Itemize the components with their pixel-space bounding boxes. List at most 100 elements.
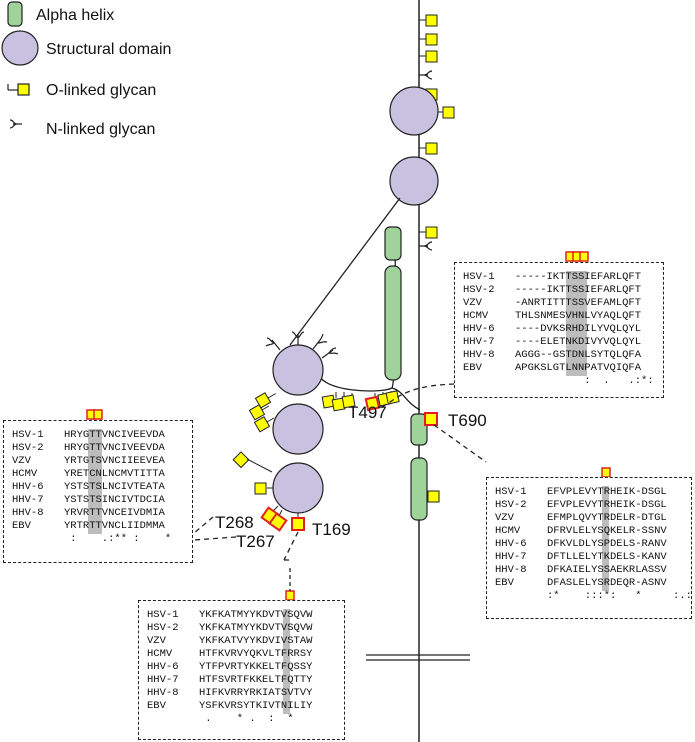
nglycan-cluster <box>265 331 339 359</box>
oglycan-t268-t267 <box>260 505 288 532</box>
alpha-helix <box>410 457 428 521</box>
sequence: HIFKVRRYRKIATSVTVY <box>199 687 313 699</box>
virus-name: HSV-1 <box>12 429 44 441</box>
structural-domain-top <box>389 86 439 136</box>
sequence: YSTSTSLNCIVTEATA <box>64 481 165 493</box>
oglycan-t690-icon <box>424 412 438 426</box>
oglycan-legend-icon <box>17 83 30 96</box>
leader-lines <box>192 383 487 561</box>
virus-name: HHV-8 <box>147 687 179 699</box>
domain-connector-line <box>289 197 401 346</box>
virus-name: HHV-6 <box>495 538 527 550</box>
nglycan-icon <box>419 241 433 251</box>
sequence: DFRVLELYSQKELR-SSNV <box>547 525 667 537</box>
conserved-column <box>88 429 95 534</box>
site-label-t169: T169 <box>312 520 351 539</box>
oglycan-icon <box>427 490 440 503</box>
oglycan-t169-icon <box>291 517 305 531</box>
virus-name: HHV-8 <box>495 564 527 576</box>
nglycan-icon <box>419 70 433 80</box>
sequence: YRVRTTVNCEIVDMIA <box>64 507 165 519</box>
virus-name: HHV-8 <box>12 507 44 519</box>
nglycan-legend-label: N-linked glycan <box>46 121 155 138</box>
virus-name: HHV-7 <box>463 336 495 348</box>
structural-domain-left-3 <box>272 462 324 514</box>
structural-domain-left-1 <box>272 344 324 396</box>
linker-oglycans <box>321 390 400 412</box>
sequence: THLSNMESVHNLVYAQLQFT <box>515 310 642 322</box>
virus-name: HHV-7 <box>12 494 44 506</box>
sequence: YSTSTSINCIVTDCIA <box>64 494 165 506</box>
sequence: DFKAIELYSSAEKRLASSV <box>547 564 667 576</box>
legend: Alpha helix Structural domain O-linked g… <box>1 1 171 138</box>
consensus-line: :* :::*: * :.: <box>547 590 692 602</box>
consensus-line: . * . : * <box>199 713 294 725</box>
sequence: -----IKTTSSIEFARLQFT <box>515 284 642 296</box>
helix-legend-icon <box>7 1 23 27</box>
sequence: YRTRTTVNCLIIDMMA <box>64 520 165 532</box>
virus-name: VZV <box>463 297 482 309</box>
domain-legend-icon <box>1 30 39 66</box>
site-label-t497: T497 <box>348 403 387 422</box>
virus-name: HSV-1 <box>463 271 495 283</box>
linker-to-helix <box>391 387 421 411</box>
virus-name: VZV <box>12 455 31 467</box>
left-oglycans <box>232 392 277 495</box>
virus-name: EBV <box>495 577 514 589</box>
conserved-column <box>283 609 290 714</box>
sequence: HRYGTTVNCIVEEVDA <box>64 442 165 454</box>
conserved-column <box>95 429 102 534</box>
sequence: ----ELETNKDIVYVQLQYL <box>515 336 642 348</box>
virus-name: HHV-6 <box>463 323 495 335</box>
sequence: YTFPVRTYKKELTFQSSY <box>199 661 313 673</box>
virus-name: HSV-1 <box>147 609 179 621</box>
linker-curve <box>317 239 397 392</box>
conserved-column <box>566 271 573 376</box>
sequence: EFVPLEVYTRHEIK-DSGL <box>547 486 667 498</box>
alpha-helix <box>384 265 402 381</box>
virus-name: VZV <box>147 635 166 647</box>
sequence: EFMPLQVYTRDELR-DTGL <box>547 512 667 524</box>
sequence: YKFKATMYYKDVTVSQVW <box>199 609 313 621</box>
virus-name: HSV-2 <box>147 622 179 634</box>
consensus-line: : .:** : * <box>64 533 172 545</box>
virus-name: HCMV <box>147 648 173 660</box>
helix-legend-label: Alpha helix <box>36 7 114 24</box>
structural-domain-left-2 <box>272 403 324 455</box>
virus-name: HCMV <box>12 468 38 480</box>
site-label-t268: T268 <box>215 513 254 532</box>
sequence: DFASLELYSRDEQR-ASNV <box>547 577 667 589</box>
sequence: YSFKVRSYTKIVTNILIY <box>199 700 313 712</box>
sequence: -----IKTTSSIEFARLQFT <box>515 271 642 283</box>
virus-name: HSV-2 <box>495 499 527 511</box>
virus-name: HSV-2 <box>12 442 44 454</box>
domain-legend-label: Structural domain <box>46 41 171 58</box>
consensus-line: : . .:*: <box>515 375 654 387</box>
virus-name: HSV-1 <box>495 486 527 498</box>
sequence: APGKSLGTLNNPATVQIQFA <box>515 362 642 374</box>
sequence: YRETCNLNCMVTITTA <box>64 468 165 480</box>
virus-name: HCMV <box>495 525 521 537</box>
virus-name: EBV <box>463 362 482 374</box>
sequence: HRYGTTVNCIVEEVDA <box>64 429 165 441</box>
sequence: -ANRTITTTSSVEFAMLQFT <box>515 297 642 309</box>
sequence: DFKVLDLYSPDELS-RANV <box>547 538 667 550</box>
conserved-column <box>602 486 609 591</box>
sequence: YRTGTSVNCIIEEVEA <box>64 455 165 467</box>
oglycan-legend-label: O-linked glycan <box>46 82 156 99</box>
site-label-t267: T267 <box>236 532 275 551</box>
alignment-glycan-markers <box>86 251 611 601</box>
sequence: EFVPLEVYTRHEIK-DSGL <box>547 499 667 511</box>
virus-name: HCMV <box>463 310 489 322</box>
sequence: DFTLLELYTKDELS-KANV <box>547 551 667 563</box>
sequence: YKFKATMYYKDVTVSQVW <box>199 622 313 634</box>
virus-name: EBV <box>12 520 31 532</box>
virus-name: HHV-7 <box>147 674 179 686</box>
virus-name: HHV-6 <box>12 481 44 493</box>
conserved-column <box>573 271 580 376</box>
